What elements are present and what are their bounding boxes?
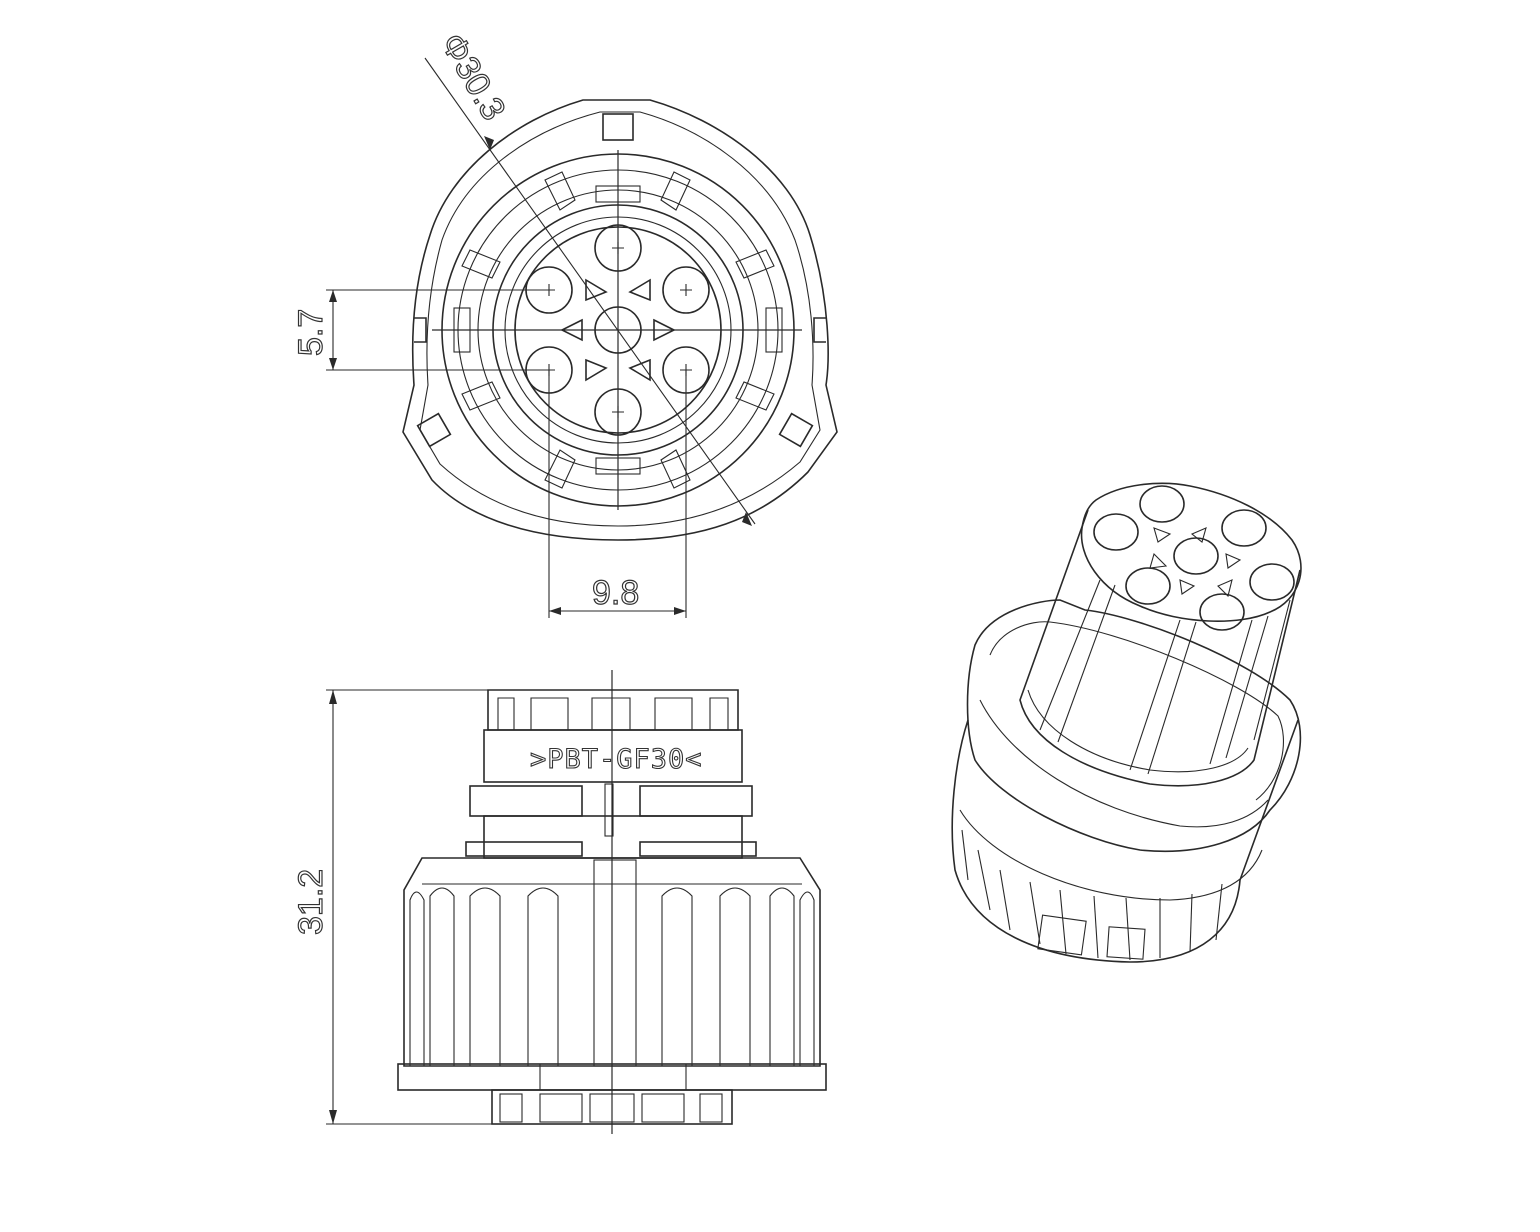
iso-triangle-marks <box>1149 527 1242 598</box>
horizontal-spacing-label: 9.8 <box>592 574 639 612</box>
front-mount-hole-left <box>416 412 452 448</box>
iso-insert-ribs <box>1039 579 1291 775</box>
front-mount-hole-right <box>778 412 814 448</box>
side-crown <box>487 689 739 731</box>
side-coupling-nut <box>403 857 821 1067</box>
front-view <box>402 99 838 541</box>
side-crown-slots <box>497 697 729 730</box>
overall-height-dimension: 31.2 <box>291 689 492 1125</box>
side-collar-right <box>639 785 753 817</box>
iso-insert-cylinder <box>1019 509 1301 787</box>
side-step-right <box>639 841 757 857</box>
iso-flange <box>966 599 1302 853</box>
side-view: >PBT-GF30< <box>397 670 827 1134</box>
iso-pin-cavities <box>1093 485 1295 631</box>
front-notch-left <box>414 317 427 343</box>
material-marking: >PBT-GF30< <box>530 744 703 775</box>
front-flange-outline <box>402 99 838 541</box>
side-collar-key <box>604 783 614 837</box>
iso-insert-face <box>1080 482 1302 622</box>
side-step-left <box>465 841 583 857</box>
pin-vertical-spacing-dimension: 5.7 <box>291 289 549 371</box>
diameter-label: Φ30.3 <box>433 27 513 127</box>
front-notch-right <box>813 317 826 343</box>
pin-cavity <box>662 266 710 314</box>
vertical-spacing-label: 5.7 <box>292 309 330 356</box>
side-collar-left <box>469 785 583 817</box>
iso-nut-body <box>951 719 1299 963</box>
front-flange-inner <box>419 111 821 527</box>
overall-height-label: 31.2 <box>292 869 330 935</box>
front-top-key <box>602 113 634 141</box>
iso-knurl-ribs <box>961 829 1223 961</box>
isometric-view <box>951 482 1302 963</box>
side-body-upper <box>483 729 743 783</box>
pin-horizontal-spacing-dimension: 9.8 <box>548 370 687 618</box>
